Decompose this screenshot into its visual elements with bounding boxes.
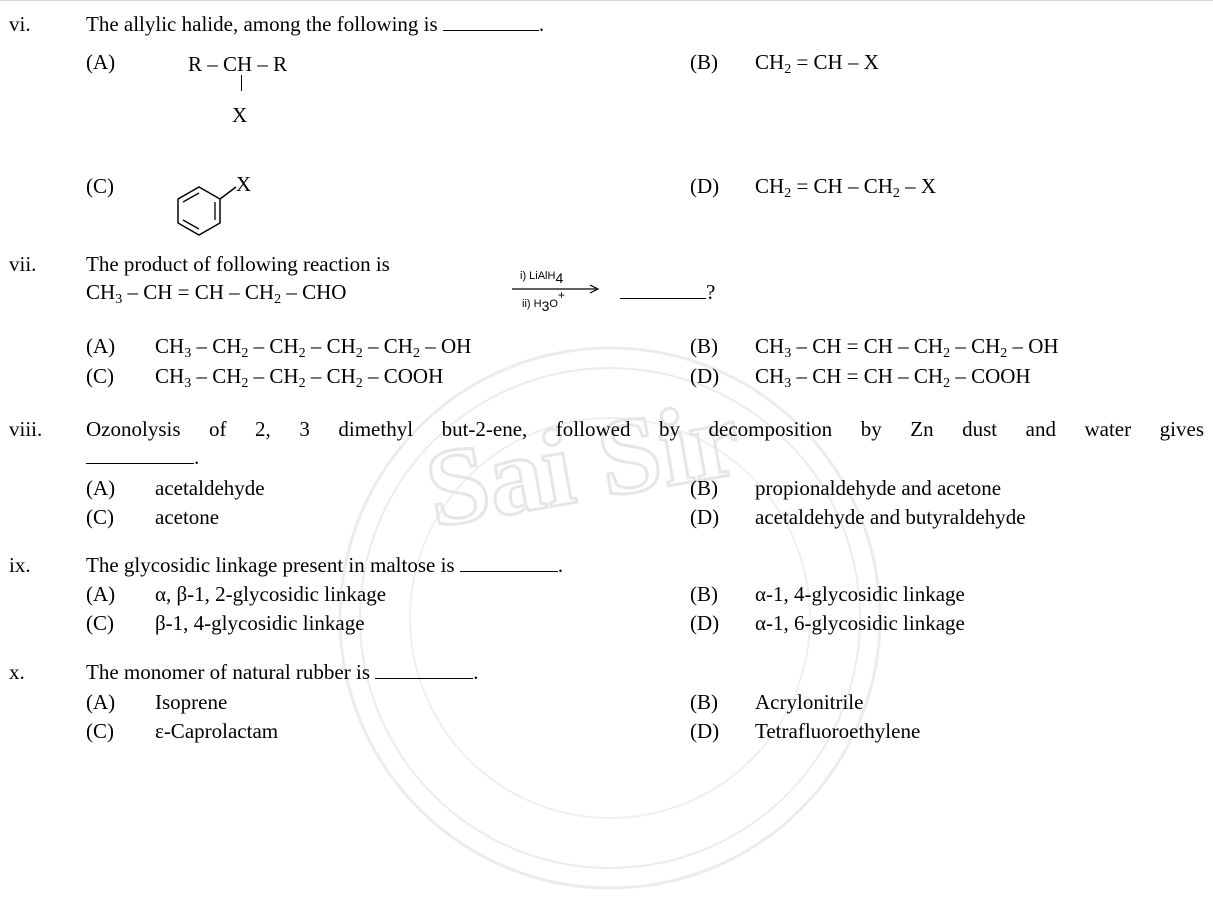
question-number: ix. — [9, 553, 31, 577]
option-text: ε-Caprolactam — [155, 719, 279, 743]
question-number: vii. — [9, 252, 37, 276]
option-label: (D) — [690, 174, 720, 198]
question-stem: The allylic halide, among the following … — [86, 12, 544, 37]
option-label: (C) — [86, 505, 114, 529]
answer-blank — [459, 553, 558, 572]
option-formula: CH2 = CH – X — [755, 50, 879, 77]
option-text: α-1, 6-glycosidic linkage — [755, 611, 965, 635]
stem-end: . — [538, 12, 545, 36]
bond-line — [241, 75, 242, 91]
structure-chain: R – CH – R — [188, 52, 288, 76]
option-text: acetone — [155, 505, 220, 529]
stem-text: The glycosidic linkage present in maltos… — [86, 553, 455, 577]
answer-blank — [86, 445, 194, 464]
option-text: α-1, 4-glycosidic linkage — [755, 582, 965, 606]
option-label: (A) — [86, 50, 116, 74]
stem-end: . — [557, 553, 564, 577]
benzene-ring-icon — [177, 186, 237, 236]
reaction-arrow-icon — [512, 284, 600, 294]
option-formula: CH2 = CH – CH2 – X — [755, 174, 937, 201]
question-stem: The product of following reaction is — [86, 252, 390, 276]
option-label: (A) — [86, 476, 116, 500]
ring-substituent: X — [236, 172, 252, 196]
stem-text: The monomer of natural rubber is — [86, 660, 370, 684]
option-label: (D) — [690, 611, 720, 635]
option-formula: CH3 – CH2 – CH2 – CH2 – CH2 – OH — [155, 334, 472, 361]
answer-blank — [375, 660, 474, 679]
option-text: α, β-1, 2-glycosidic linkage — [155, 582, 387, 606]
option-label: (B) — [690, 334, 718, 358]
option-text: Acrylonitrile — [755, 690, 864, 714]
option-label: (C) — [86, 174, 114, 198]
option-label: (A) — [86, 582, 116, 606]
question-stem: The monomer of natural rubber is . — [86, 660, 479, 685]
stem-end: . — [473, 660, 479, 684]
question-mark: ? — [706, 280, 716, 304]
option-formula: CH3 – CH = CH – CH2 – CH2 – OH — [755, 334, 1059, 361]
option-label: (A) — [86, 334, 116, 358]
reagent-step-1: i) LiAlH4 — [520, 270, 564, 286]
option-text: propionaldehyde and acetone — [755, 476, 1002, 500]
product-blank-line: ? — [620, 280, 715, 305]
option-label: (D) — [690, 505, 720, 529]
option-label: (B) — [690, 50, 718, 74]
question-number: x. — [9, 660, 25, 684]
option-formula: CH3 – CH = CH – CH2 – COOH — [755, 364, 1031, 391]
option-text: Tetrafluoroethylene — [755, 719, 921, 743]
option-label: (B) — [690, 582, 718, 606]
question-number: viii. — [9, 417, 43, 441]
option-label: (D) — [690, 364, 720, 388]
option-text: Isoprene — [155, 690, 228, 714]
stem-text: The allylic halide, among the following … — [86, 12, 438, 36]
option-label: (B) — [690, 476, 718, 500]
reaction-reactant: CH3 – CH = CH – CH2 – CHO — [86, 280, 347, 307]
option-formula: CH3 – CH2 – CH2 – CH2 – COOH — [155, 364, 444, 391]
option-text: β-1, 4-glycosidic linkage — [155, 611, 365, 635]
option-text: acetaldehyde and butyraldehyde — [755, 505, 1026, 529]
option-label: (C) — [86, 719, 114, 743]
question-stem: The glycosidic linkage present in maltos… — [86, 553, 563, 578]
option-label: (C) — [86, 611, 114, 635]
question-number: vi. — [9, 12, 31, 36]
answer-blank — [620, 280, 706, 299]
reagent-step-2: ii) H3O+ — [522, 288, 565, 314]
question-stem: Ozonolysis of 2, 3 dimethyl but-2-ene, f… — [86, 417, 1204, 441]
option-label: (C) — [86, 364, 114, 388]
option-label: (B) — [690, 690, 718, 714]
question-stem-continuation: . — [86, 445, 199, 470]
option-label: (D) — [690, 719, 720, 743]
option-label: (A) — [86, 690, 116, 714]
structure-substituent: X — [232, 103, 248, 127]
top-border — [0, 0, 1213, 1]
answer-blank — [442, 12, 539, 31]
option-text: acetaldehyde — [155, 476, 265, 500]
stem-end: . — [194, 445, 200, 469]
